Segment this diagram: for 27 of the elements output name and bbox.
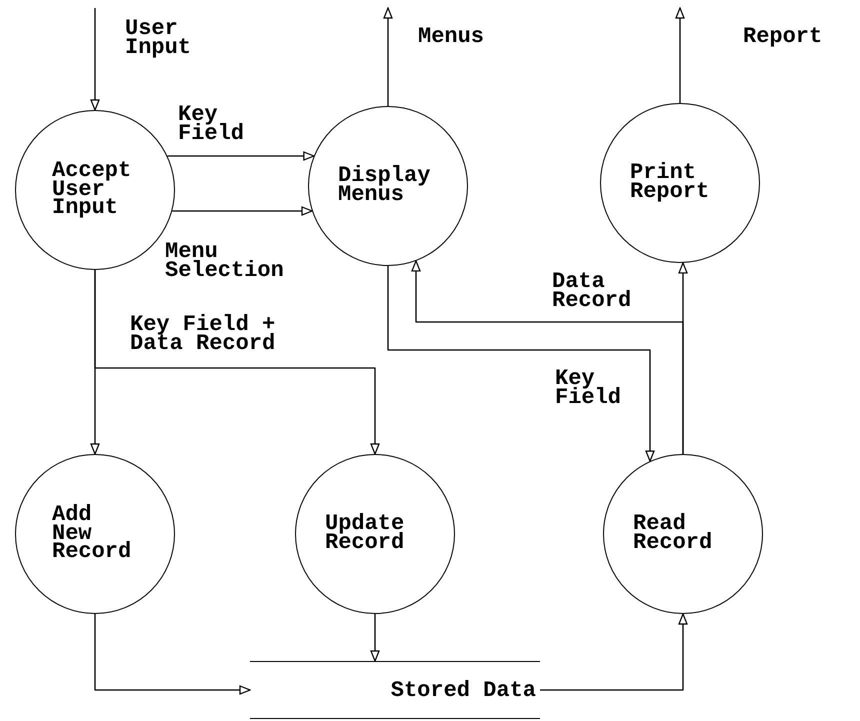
edge-label: Menu Selection bbox=[165, 243, 285, 280]
arrow bbox=[383, 7, 393, 106]
edge-label: Key Field bbox=[555, 370, 622, 408]
node-label: Read Record bbox=[633, 515, 714, 553]
arrow bbox=[94, 614, 251, 695]
node-label: Add New Record bbox=[52, 506, 132, 562]
node-label: Stored Data bbox=[390, 676, 536, 704]
edge-label: Report bbox=[743, 28, 824, 47]
arrow bbox=[167, 151, 314, 161]
arrow bbox=[90, 8, 100, 111]
arrow bbox=[540, 613, 688, 691]
data-store bbox=[250, 661, 540, 719]
arrow bbox=[675, 7, 685, 103]
arrow bbox=[94, 270, 380, 455]
edge-label: Key Field bbox=[178, 106, 246, 144]
node-label: Print Report bbox=[630, 164, 710, 202]
edge-label: Data Record bbox=[552, 273, 632, 310]
edge-label: Key Field + Data Record bbox=[130, 316, 276, 354]
arrow bbox=[678, 262, 688, 454]
arrow bbox=[370, 614, 380, 662]
arrow bbox=[387, 266, 655, 462]
edge-label: Menus bbox=[418, 28, 486, 47]
node-label: Accept User Input bbox=[52, 162, 132, 218]
arrow bbox=[172, 206, 313, 216]
node-label: Display Menus bbox=[338, 167, 432, 205]
edge-label: User Input bbox=[125, 20, 192, 58]
node-label: Update Record bbox=[325, 515, 406, 553]
